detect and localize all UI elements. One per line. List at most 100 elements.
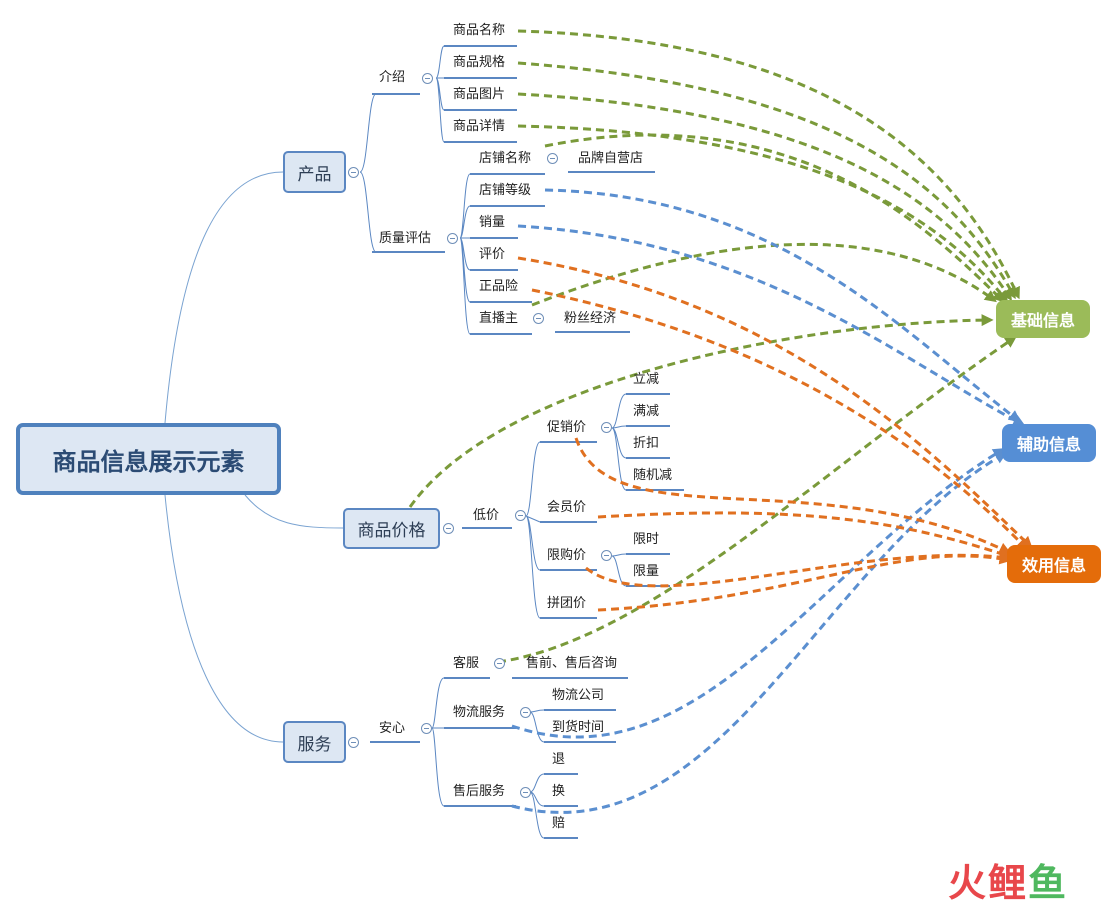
node-streamer-child[interactable]: 粉丝经济 <box>564 311 617 326</box>
underline-price-items <box>540 441 597 619</box>
node-intro-item-1[interactable]: 商品名称 <box>453 23 506 38</box>
edge-intro-items <box>435 45 445 143</box>
arrow-aftersales-aux <box>511 452 1008 814</box>
arrow-member-effect <box>597 511 1012 560</box>
watermark-logo: 火鲤鱼 <box>948 861 1069 905</box>
collapse-service-icon[interactable] <box>348 737 359 748</box>
arrow-cs-basic <box>497 335 1017 664</box>
node-logistics-item-2[interactable]: 到货时间 <box>552 720 605 735</box>
collapse-promo-icon[interactable] <box>601 422 612 433</box>
node-price[interactable]: 商品价格 <box>343 508 440 549</box>
node-logistics[interactable]: 物流服务 <box>453 705 506 720</box>
underline-logistics-items <box>544 709 616 743</box>
underline-shop-name-child <box>555 171 655 333</box>
arrow-spec-basic <box>517 61 1016 300</box>
node-sales[interactable]: 销量 <box>479 215 506 230</box>
branch-connectors <box>359 45 684 839</box>
arrow-logistics-aux <box>511 448 1006 739</box>
node-low[interactable]: 低价 <box>473 508 500 523</box>
collapse-logistics-icon[interactable] <box>520 707 531 718</box>
edge-root-product <box>164 171 284 424</box>
edge-limited-items <box>611 553 627 587</box>
edge-product-split <box>359 93 377 253</box>
collapse-intro-icon[interactable] <box>422 73 433 84</box>
collapse-assure-icon[interactable] <box>421 723 432 734</box>
node-limited-item-1[interactable]: 限时 <box>633 532 660 547</box>
arrow-shopname-basic <box>544 133 1005 303</box>
arrow-image-basic <box>517 92 1012 302</box>
root-connectors <box>164 171 344 743</box>
node-intro-item-3[interactable]: 商品图片 <box>453 87 506 102</box>
arrow-shoplevel-aux <box>544 188 1021 423</box>
collapse-limited-icon[interactable] <box>601 550 612 561</box>
node-after-sales[interactable]: 售后服务 <box>453 784 506 799</box>
underline-service-items <box>444 677 516 807</box>
collapse-shop-name-icon[interactable] <box>547 153 558 164</box>
node-after-sales-item-3[interactable]: 赔 <box>552 816 566 831</box>
node-member[interactable]: 会员价 <box>547 500 587 515</box>
underline-after-sales-items <box>544 773 578 839</box>
node-intro-item-2[interactable]: 商品规格 <box>453 55 506 70</box>
node-service[interactable]: 服务 <box>283 721 346 763</box>
underline-intro-items <box>444 45 517 143</box>
node-review[interactable]: 评价 <box>479 247 506 262</box>
tag-aux-info[interactable]: 辅助信息 <box>1002 424 1096 462</box>
tag-effect-info[interactable]: 效用信息 <box>1007 545 1101 583</box>
node-promo-item-3[interactable]: 折扣 <box>633 436 660 451</box>
edge-root-price <box>244 494 344 529</box>
node-shop-level[interactable]: 店铺等级 <box>479 183 532 198</box>
arrow-promo-effect <box>574 437 1012 554</box>
node-limited[interactable]: 限购价 <box>547 548 587 563</box>
node-assure[interactable]: 安心 <box>379 721 406 736</box>
arrows-basic <box>408 29 1020 664</box>
node-promo-item-4[interactable]: 随机减 <box>633 468 673 483</box>
node-intro-item-4[interactable]: 商品详情 <box>453 119 506 134</box>
collapse-cs-icon[interactable] <box>494 658 505 669</box>
node-limited-item-2[interactable]: 限量 <box>633 564 660 579</box>
underline-promo-items <box>626 393 684 491</box>
collapse-streamer-icon[interactable] <box>533 313 544 324</box>
node-intro[interactable]: 介绍 <box>379 70 406 85</box>
arrow-limited-effect <box>585 551 1012 588</box>
arrow-review-effect <box>517 256 1033 549</box>
arrow-authentic-basic <box>531 242 997 307</box>
node-after-sales-item-2[interactable]: 换 <box>552 784 566 799</box>
arrow-group-effect <box>597 552 1012 612</box>
arrow-price-basic <box>408 314 994 508</box>
edge-low-items <box>525 441 541 619</box>
node-cs-child[interactable]: 售前、售后咨询 <box>526 656 618 671</box>
edge-assure-items <box>431 677 445 807</box>
node-group[interactable]: 拼团价 <box>547 596 587 611</box>
root-node[interactable]: 商品信息展示元素 <box>16 423 281 495</box>
tag-basic-info[interactable]: 基础信息 <box>996 300 1090 338</box>
edge-quality-items <box>459 173 471 335</box>
collapse-low-icon[interactable] <box>515 510 526 521</box>
node-promo[interactable]: 促销价 <box>547 420 587 435</box>
edge-after-sales-items <box>529 773 545 839</box>
collapse-product-icon[interactable] <box>348 167 359 178</box>
node-promo-item-1[interactable]: 立减 <box>633 372 660 387</box>
edge-logistics-items <box>529 709 545 743</box>
collapse-after-sales-icon[interactable] <box>520 787 531 798</box>
collapse-price-icon[interactable] <box>443 523 454 534</box>
edge-root-service <box>164 494 284 743</box>
node-product[interactable]: 产品 <box>283 151 346 193</box>
arrows-effect <box>517 256 1033 612</box>
node-shop-name-child[interactable]: 品牌自营店 <box>578 151 644 166</box>
node-authentic[interactable]: 正品险 <box>479 279 519 294</box>
collapse-quality-icon[interactable] <box>447 233 458 244</box>
arrow-sales-aux <box>517 224 1026 426</box>
underline-quality-items <box>470 173 545 335</box>
edge-promo-items <box>611 393 627 491</box>
node-quality[interactable]: 质量评估 <box>379 231 432 246</box>
node-after-sales-item-1[interactable]: 退 <box>552 752 566 767</box>
node-streamer[interactable]: 直播主 <box>479 311 519 326</box>
arrow-detail-basic <box>517 124 1009 303</box>
arrow-name-basic <box>517 29 1020 300</box>
node-cs[interactable]: 客服 <box>453 656 480 671</box>
arrow-authentic-effect <box>531 288 1029 551</box>
node-shop-name[interactable]: 店铺名称 <box>479 151 532 166</box>
node-logistics-item-1[interactable]: 物流公司 <box>552 688 605 703</box>
node-promo-item-2[interactable]: 满减 <box>633 404 660 419</box>
